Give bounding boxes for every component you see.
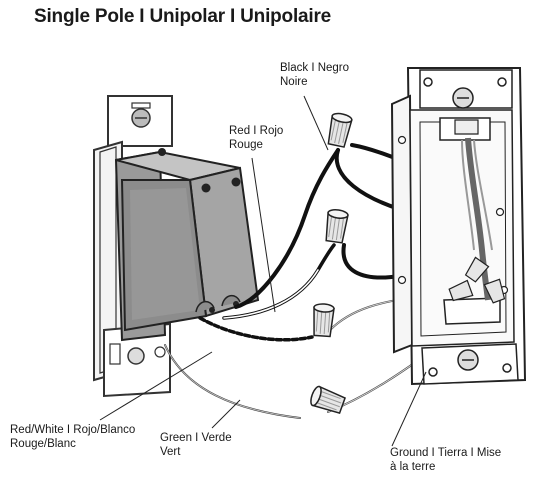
diagram-title: Single Pole I Unipolar I Unipolaire [34,6,332,27]
label-green-line1: Green I Verde [160,432,232,444]
wire-nut-ground [310,385,346,415]
label-red-line1: Red I Rojo [229,125,284,137]
switch-device [93,95,260,398]
label-green: Green I Verde Vert [160,431,232,459]
label-ground-line2: à la terre [390,461,436,473]
label-black: Black I Negro Noire [280,61,349,89]
wire-nut-redwhite [313,303,335,338]
label-ground-line1: Ground I Tierra I Mise [390,447,502,459]
label-ground: Ground I Tierra I Mise à la terre [390,446,501,474]
wire-nut-black [327,112,353,148]
label-red-line2: Rouge [229,139,263,151]
wire-connectors [310,112,353,415]
label-red-white-line2: Rouge/Blanc [10,438,76,450]
callout-lines [99,95,427,447]
wire-nut-red [325,209,349,244]
label-black-line1: Black I Negro [280,62,350,74]
label-red-white: Red/White I Rojo/Blanco Rouge/Blanc [10,423,135,451]
label-red: Red I Rojo Rouge [229,124,283,152]
label-black-line2: Noire [280,76,308,88]
electrical-box [390,67,527,386]
label-green-line2: Vert [160,446,181,458]
label-red-white-line1: Red/White I Rojo/Blanco [10,424,136,436]
